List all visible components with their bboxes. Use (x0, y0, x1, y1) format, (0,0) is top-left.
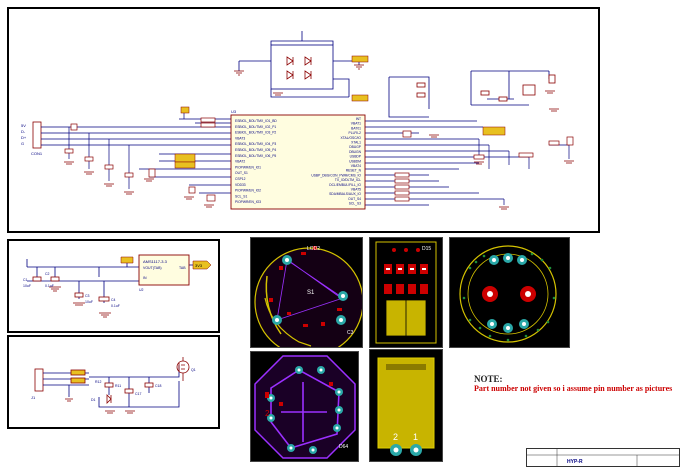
ic-pin-label: PLLFIL2 (349, 131, 362, 135)
ic-pin-label: CSP12 (235, 177, 246, 181)
ic-pin-label: XTAL/OSC/IO (341, 136, 362, 140)
ic-ref: U3 (231, 109, 237, 114)
netlabel (120, 256, 134, 264)
connector-pin-label: D+ (21, 135, 27, 140)
ic-pin-label: DBUGN (349, 150, 362, 154)
ic-pin-label: VBAT4 (351, 164, 361, 168)
ic-pin-label: VBAT1 (351, 122, 361, 126)
ic-left-pins: ESBIOL_BOL/TMX_IO1_BD ESBIOL_BOL/TMX_IO2_… (235, 119, 277, 204)
diode-label: D1 (91, 398, 96, 402)
cap-label: C4 (111, 298, 116, 302)
j1-ref: J1 (31, 395, 36, 400)
ic-pin-label: OUT_S4 (348, 197, 361, 201)
regulator-schematic: AMS1117-3.3 VOUT(TAB) IN TAB U2 3V3 C1 1… (23, 254, 212, 318)
pcb-pad-label: 1 (413, 432, 418, 442)
ic-pin-label: SCL_S1 (235, 194, 247, 198)
netlabel (351, 55, 369, 63)
reg-ic-vin: IN (143, 276, 147, 280)
ic-pin-label: DCL/EMBUL/FILL_IO (329, 183, 361, 187)
title-name: HYP-R (567, 459, 583, 465)
note-text: Part number not given so i assume pin nu… (474, 384, 673, 393)
ic-pin-label: ESBIOL_BOL/TMX_IO6_P5 (235, 154, 276, 158)
cap-label: C3 (85, 294, 90, 298)
reg-ic-vout: TAB (179, 266, 186, 270)
regulator-schematic-frame: AMS1117-3.3 VOUT(TAB) IN TAB U2 3V3 C1 1… (7, 239, 220, 333)
connector-pin-label: G (21, 141, 24, 146)
ic-pin-label: VDD33 (235, 183, 246, 187)
pcb-view-round-traces (449, 237, 570, 348)
reg-ic-name: AMS1117-3.3 (143, 259, 168, 264)
pcb-silk-label: D64 (339, 444, 348, 450)
main-schematic-frame: 5V D- D+ G CON1 (7, 7, 600, 233)
cap-value: 10uF (85, 300, 93, 304)
connector-ref: CON1 (31, 151, 43, 156)
cap-label: C1 (23, 278, 28, 282)
resistor-label: R12 (95, 380, 101, 384)
ic-pin-label: TX_IO/DLTM_ICL (335, 178, 361, 182)
ic-pin-label: RESET_N (346, 169, 362, 173)
ic-pin-label: XTAL1 (351, 141, 361, 145)
connector-j1 (34, 368, 44, 392)
connector-pin-label: 5V (21, 123, 26, 128)
cap-value: 0.1uF (111, 304, 120, 308)
pcb-pad-label: 2 (393, 432, 398, 442)
pcb-view-octagon: 2 D64 (250, 351, 359, 462)
pcb-view-round: S1 LOD2 C3 (250, 237, 363, 348)
connector-pin-label: D- (21, 129, 26, 134)
main-ic (230, 114, 366, 210)
main-schematic: 5V D- D+ G CON1 (21, 31, 574, 210)
cap-value: 0.1uF (45, 284, 54, 288)
ic-pin-label: OUT_S1 (235, 171, 248, 175)
transistor-label: Q1 (191, 368, 196, 372)
ic-pin-label: ESBIOL_BOL/TMX_IO3_P2 (235, 131, 276, 135)
note-title: NOTE: (474, 374, 503, 384)
ic-pin-label: VBAT3 (235, 136, 245, 140)
pcb-view-led-strip: D15 (369, 237, 443, 348)
ic-pin-label: INT (356, 117, 361, 121)
ic-pin-label: ESBIOL_BOL/TMX_IO1_BD (235, 119, 277, 123)
ic-pin-label: BAT01 (351, 126, 361, 130)
ic-pin-label: PIOPWR/EN_IO2 (235, 189, 261, 193)
ic-pin-label: DBUGP (349, 145, 362, 149)
cap-label: C2 (45, 272, 50, 276)
ic-pin-label: VBAT2 (235, 160, 245, 164)
pcb-silk-label: C3 (347, 330, 354, 336)
netlabel (180, 106, 190, 114)
ic-pin-label: ESBIOL_BOL/TMX_IO5_P4 (235, 148, 276, 152)
note-block: NOTE: Part number not given so i assume … (474, 374, 672, 394)
resistor-label: R11 (115, 384, 121, 388)
netlabel (351, 94, 369, 102)
title-block: HYP-R (526, 448, 680, 467)
netlabel (174, 161, 196, 169)
ic-pin-label: SCL_S3 (349, 202, 361, 206)
ic-pin-label: ESBIOL_BOL/TMX_IO4_P3 (235, 142, 276, 146)
pcb-silk-label: D15 (422, 246, 431, 252)
reg-ic-sub: VOUT(TAB) (143, 266, 162, 270)
regulator-ic (138, 254, 190, 286)
usb-connector (32, 121, 42, 149)
cap-label: C17 (135, 392, 141, 396)
mosfet-schematic: J1 R11 C17 C18 D1 Q1 R12 (31, 357, 196, 414)
pcb-silk-label: 2 (265, 409, 270, 418)
ic-pin-label: USBDP (350, 155, 362, 159)
ic-pin-label: PIOPWR/EN_IO1 (235, 165, 261, 169)
ic-pin-label: VBAT5 (351, 188, 361, 192)
pcb-view-connector: 2 1 (369, 349, 443, 462)
cap-label: C18 (155, 384, 161, 388)
netlabel (192, 260, 212, 270)
ic-pin-label: USBDM (349, 159, 361, 163)
pcb-silk-label: S1 (307, 290, 315, 296)
netlabel (174, 153, 196, 163)
pcb-silk-label: LOD2 (307, 246, 320, 252)
ic-pin-label: ESBIOL_BOL/TMX_IO2_P1 (235, 125, 276, 129)
ic-pin-label: PIOPWR/EN_IO3 (235, 200, 261, 204)
ic-right-pins: INTVBAT1BAT01PLLFIL2XTAL/OSC/IOXTAL1DBUG… (311, 117, 361, 206)
ic-pin-label: SDA/MBALS/AUX_IO (329, 192, 361, 196)
netlabel (482, 126, 506, 136)
mosfet-schematic-frame: J1 R11 C17 C18 D1 Q1 R12 (7, 335, 220, 429)
cap-value: 10uF (23, 284, 31, 288)
reg-output-label: 3V3 (195, 263, 203, 268)
reg-ic-ref: U2 (139, 288, 144, 292)
ic-pin-label: USBP_DBG/CON_PWM/CMS_IO (311, 173, 361, 177)
